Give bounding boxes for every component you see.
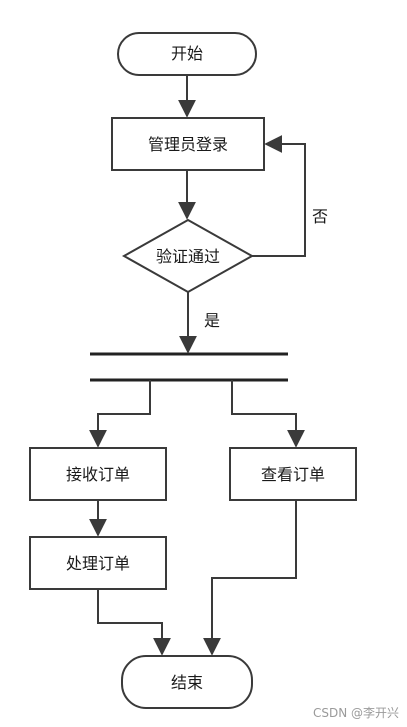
start-node: 开始 <box>117 32 257 76</box>
arrow-process-to-end <box>97 589 171 656</box>
edge-label-no: 否 <box>312 207 328 226</box>
end-node: 结束 <box>121 655 253 709</box>
arrow-bar-to-receive <box>89 380 151 448</box>
receive-order-label: 接收订单 <box>66 465 130 484</box>
edge-label-yes: 是 <box>204 311 220 330</box>
arrow-view-to-end <box>203 500 297 656</box>
process-order-node: 处理订单 <box>29 536 167 590</box>
arrow-verify-no-to-login <box>252 135 306 257</box>
watermark: CSDN @李开兴 <box>312 706 399 720</box>
start-node-label: 开始 <box>171 44 203 63</box>
verify-decision-label: 验证通过 <box>156 247 220 266</box>
receive-order-node: 接收订单 <box>29 447 167 501</box>
sync-bar <box>90 352 288 382</box>
admin-login-node: 管理员登录 <box>111 117 265 171</box>
end-node-label: 结束 <box>171 673 203 692</box>
admin-login-label: 管理员登录 <box>148 135 228 154</box>
process-order-label: 处理订单 <box>66 554 130 573</box>
view-order-label: 查看订单 <box>261 465 325 484</box>
verify-decision-node: 验证通过 <box>121 218 255 294</box>
view-order-node: 查看订单 <box>229 447 357 501</box>
arrow-bar-to-view <box>231 380 305 448</box>
